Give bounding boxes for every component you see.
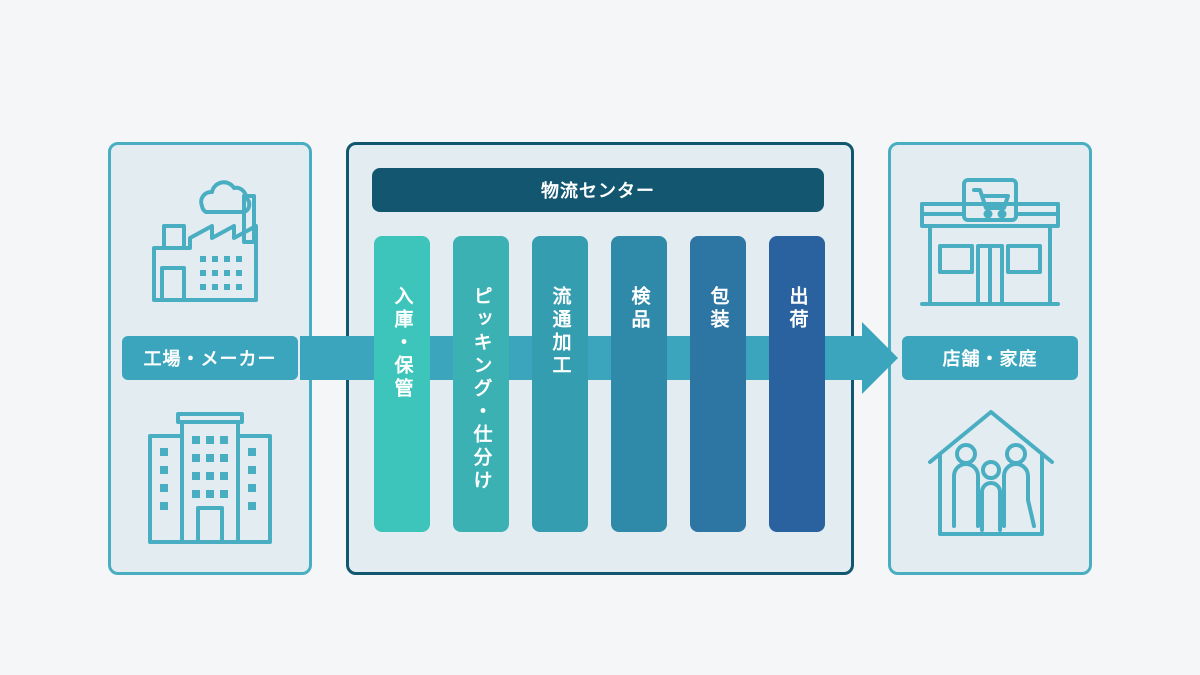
source-label: 工場・メーカー: [122, 336, 298, 380]
step-shipping: 出荷: [769, 236, 825, 532]
step-inspection: 検品: [611, 236, 667, 532]
factory-icon: [152, 180, 258, 302]
step-receiving-storage: 入庫・保管: [374, 236, 430, 532]
step-packaging: 包装: [690, 236, 746, 532]
office-building-icon: [148, 412, 272, 544]
destination-label: 店舗・家庭: [902, 336, 1078, 380]
step-picking-sorting: ピッキング・仕分け: [453, 236, 509, 532]
step-distribution-processing: 流通加工: [532, 236, 588, 532]
family-home-icon: [928, 410, 1054, 536]
store-icon: [920, 178, 1060, 306]
logistics-center-title: 物流センター: [372, 168, 824, 212]
